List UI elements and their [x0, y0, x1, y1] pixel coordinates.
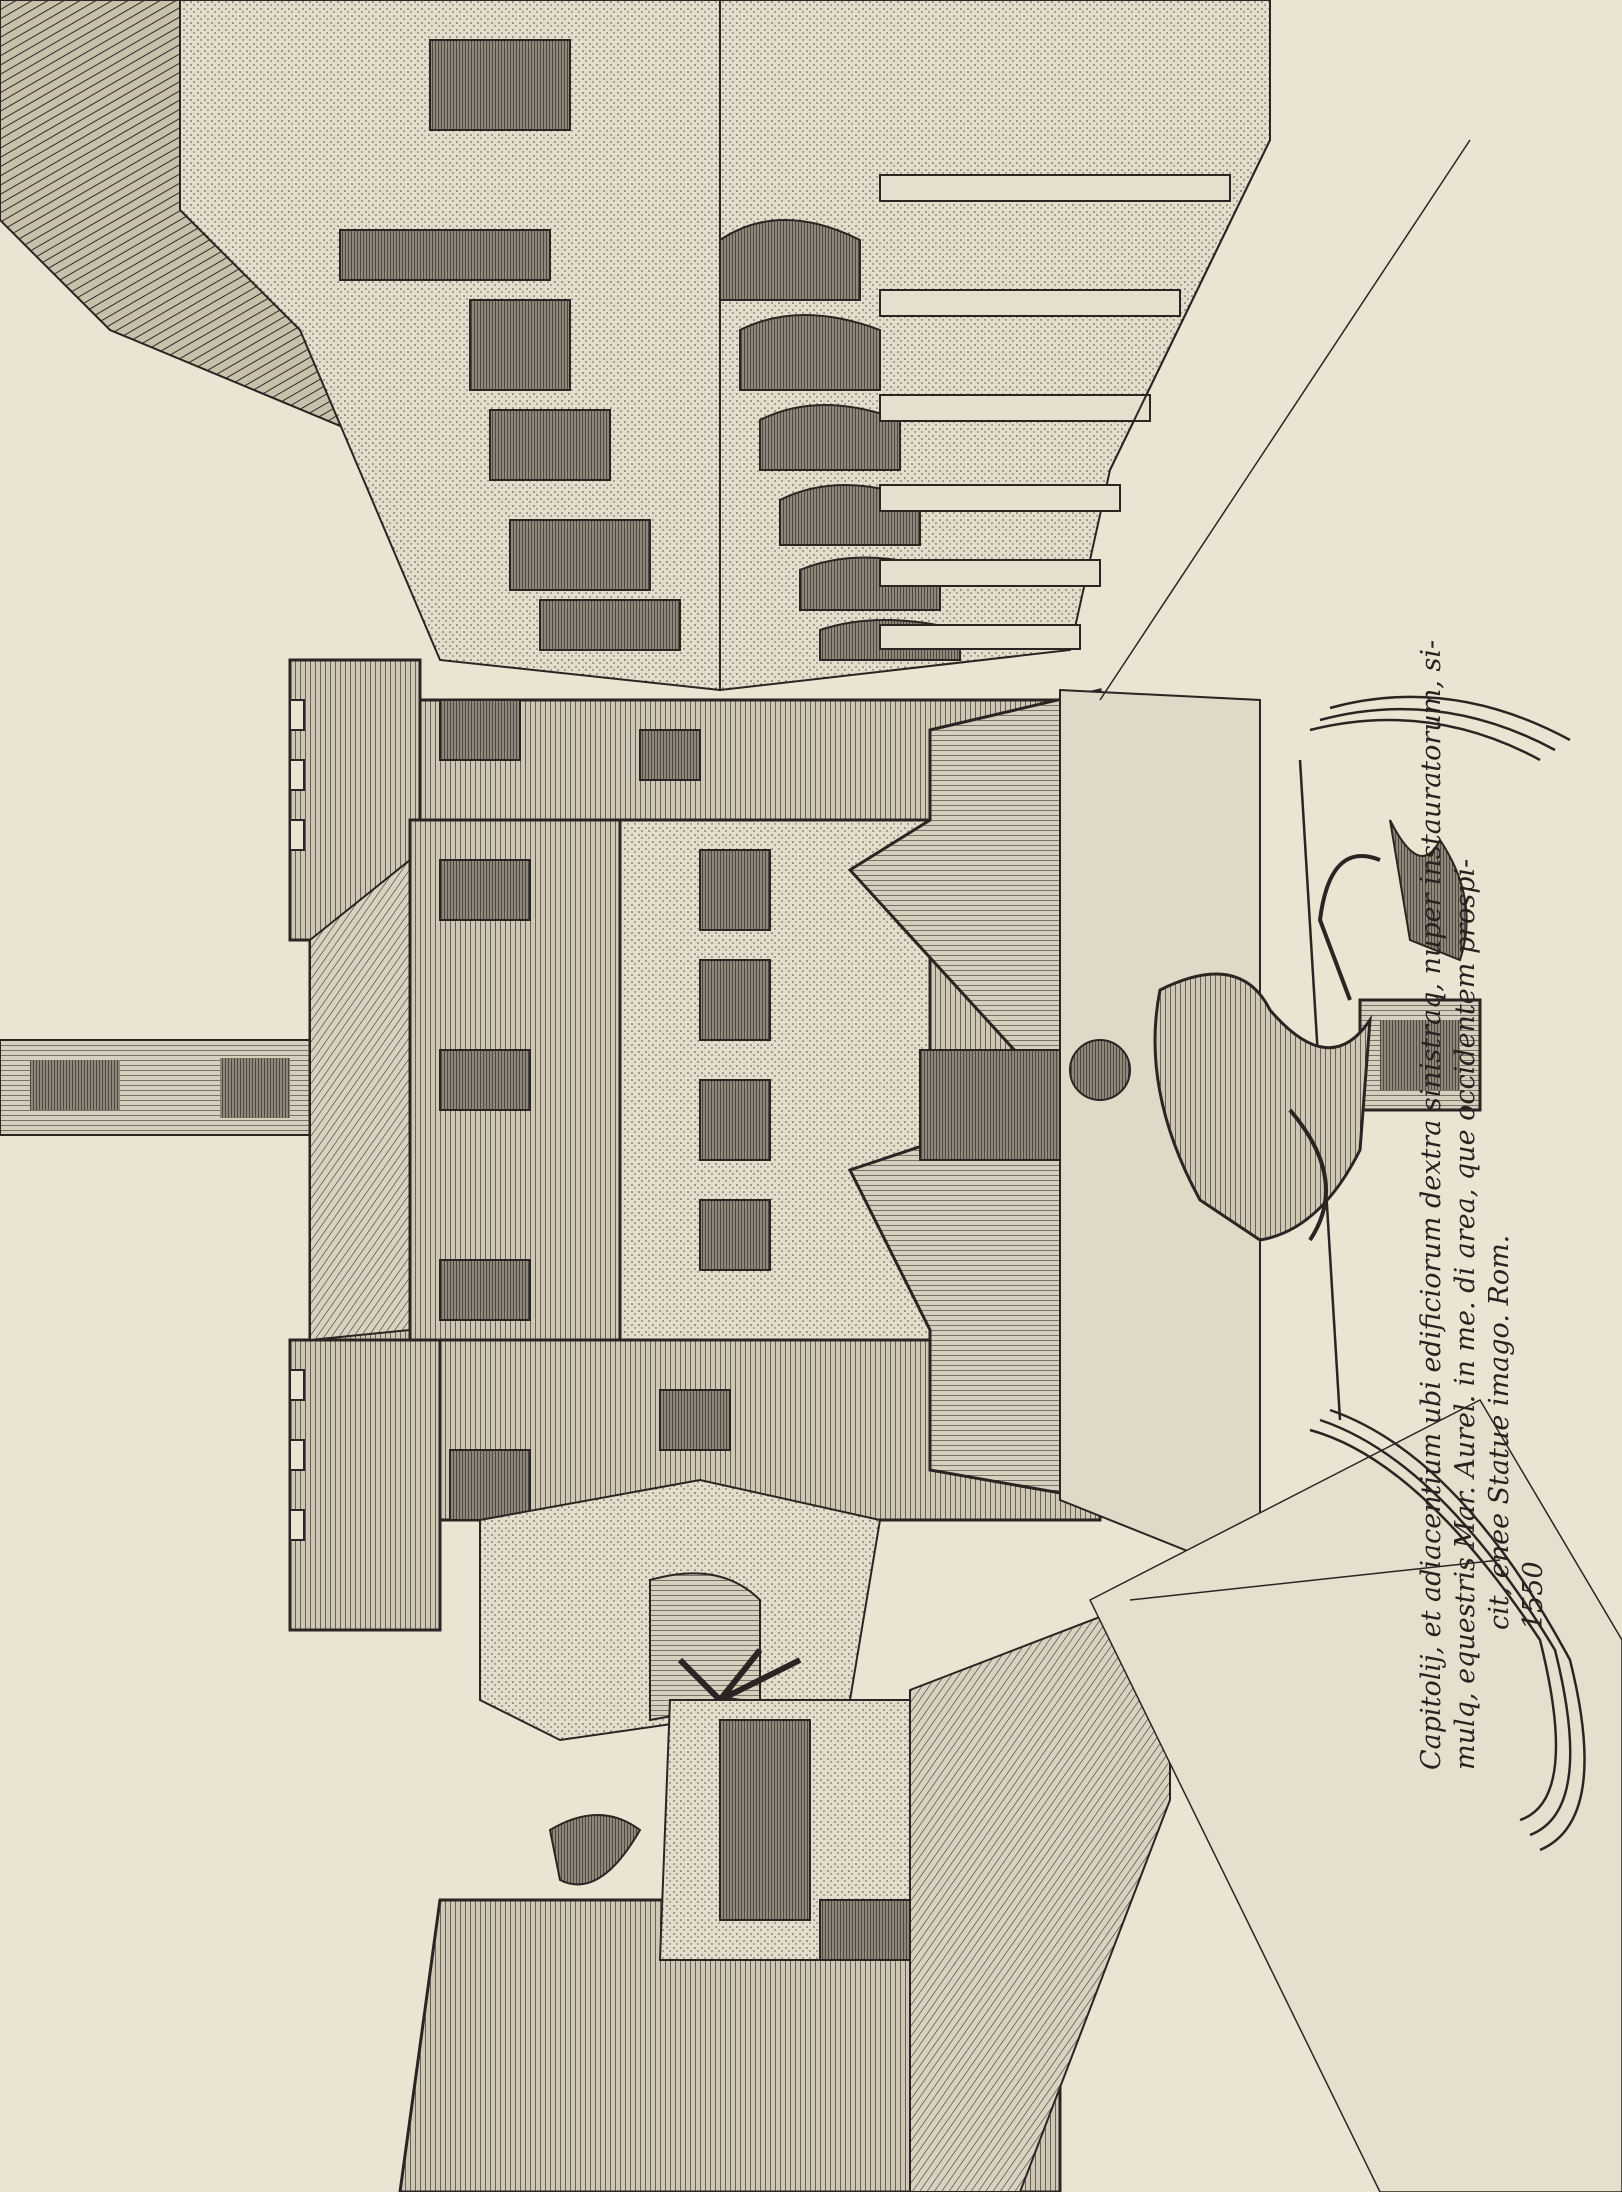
central-palace	[0, 658, 1261, 1632]
right-loggia-building	[0, 0, 1271, 692]
engraving-caption: Capitolij, et adiacentium ubi edificioru…	[1415, 639, 1551, 1770]
left-hill-buildings	[398, 139, 1622, 2192]
equestrian-statue	[1069, 819, 1482, 1242]
caption-line-3: cit, enee Statue imago. Rom.	[1484, 1234, 1515, 1630]
caption-line-1: Capitolij, et adiacentium ubi edificioru…	[1416, 639, 1447, 1770]
caption-line-2: mulq, equestris Mar. Aurel. in me. di ar…	[1450, 858, 1481, 1770]
caption-year: 1550	[1518, 1561, 1549, 1630]
